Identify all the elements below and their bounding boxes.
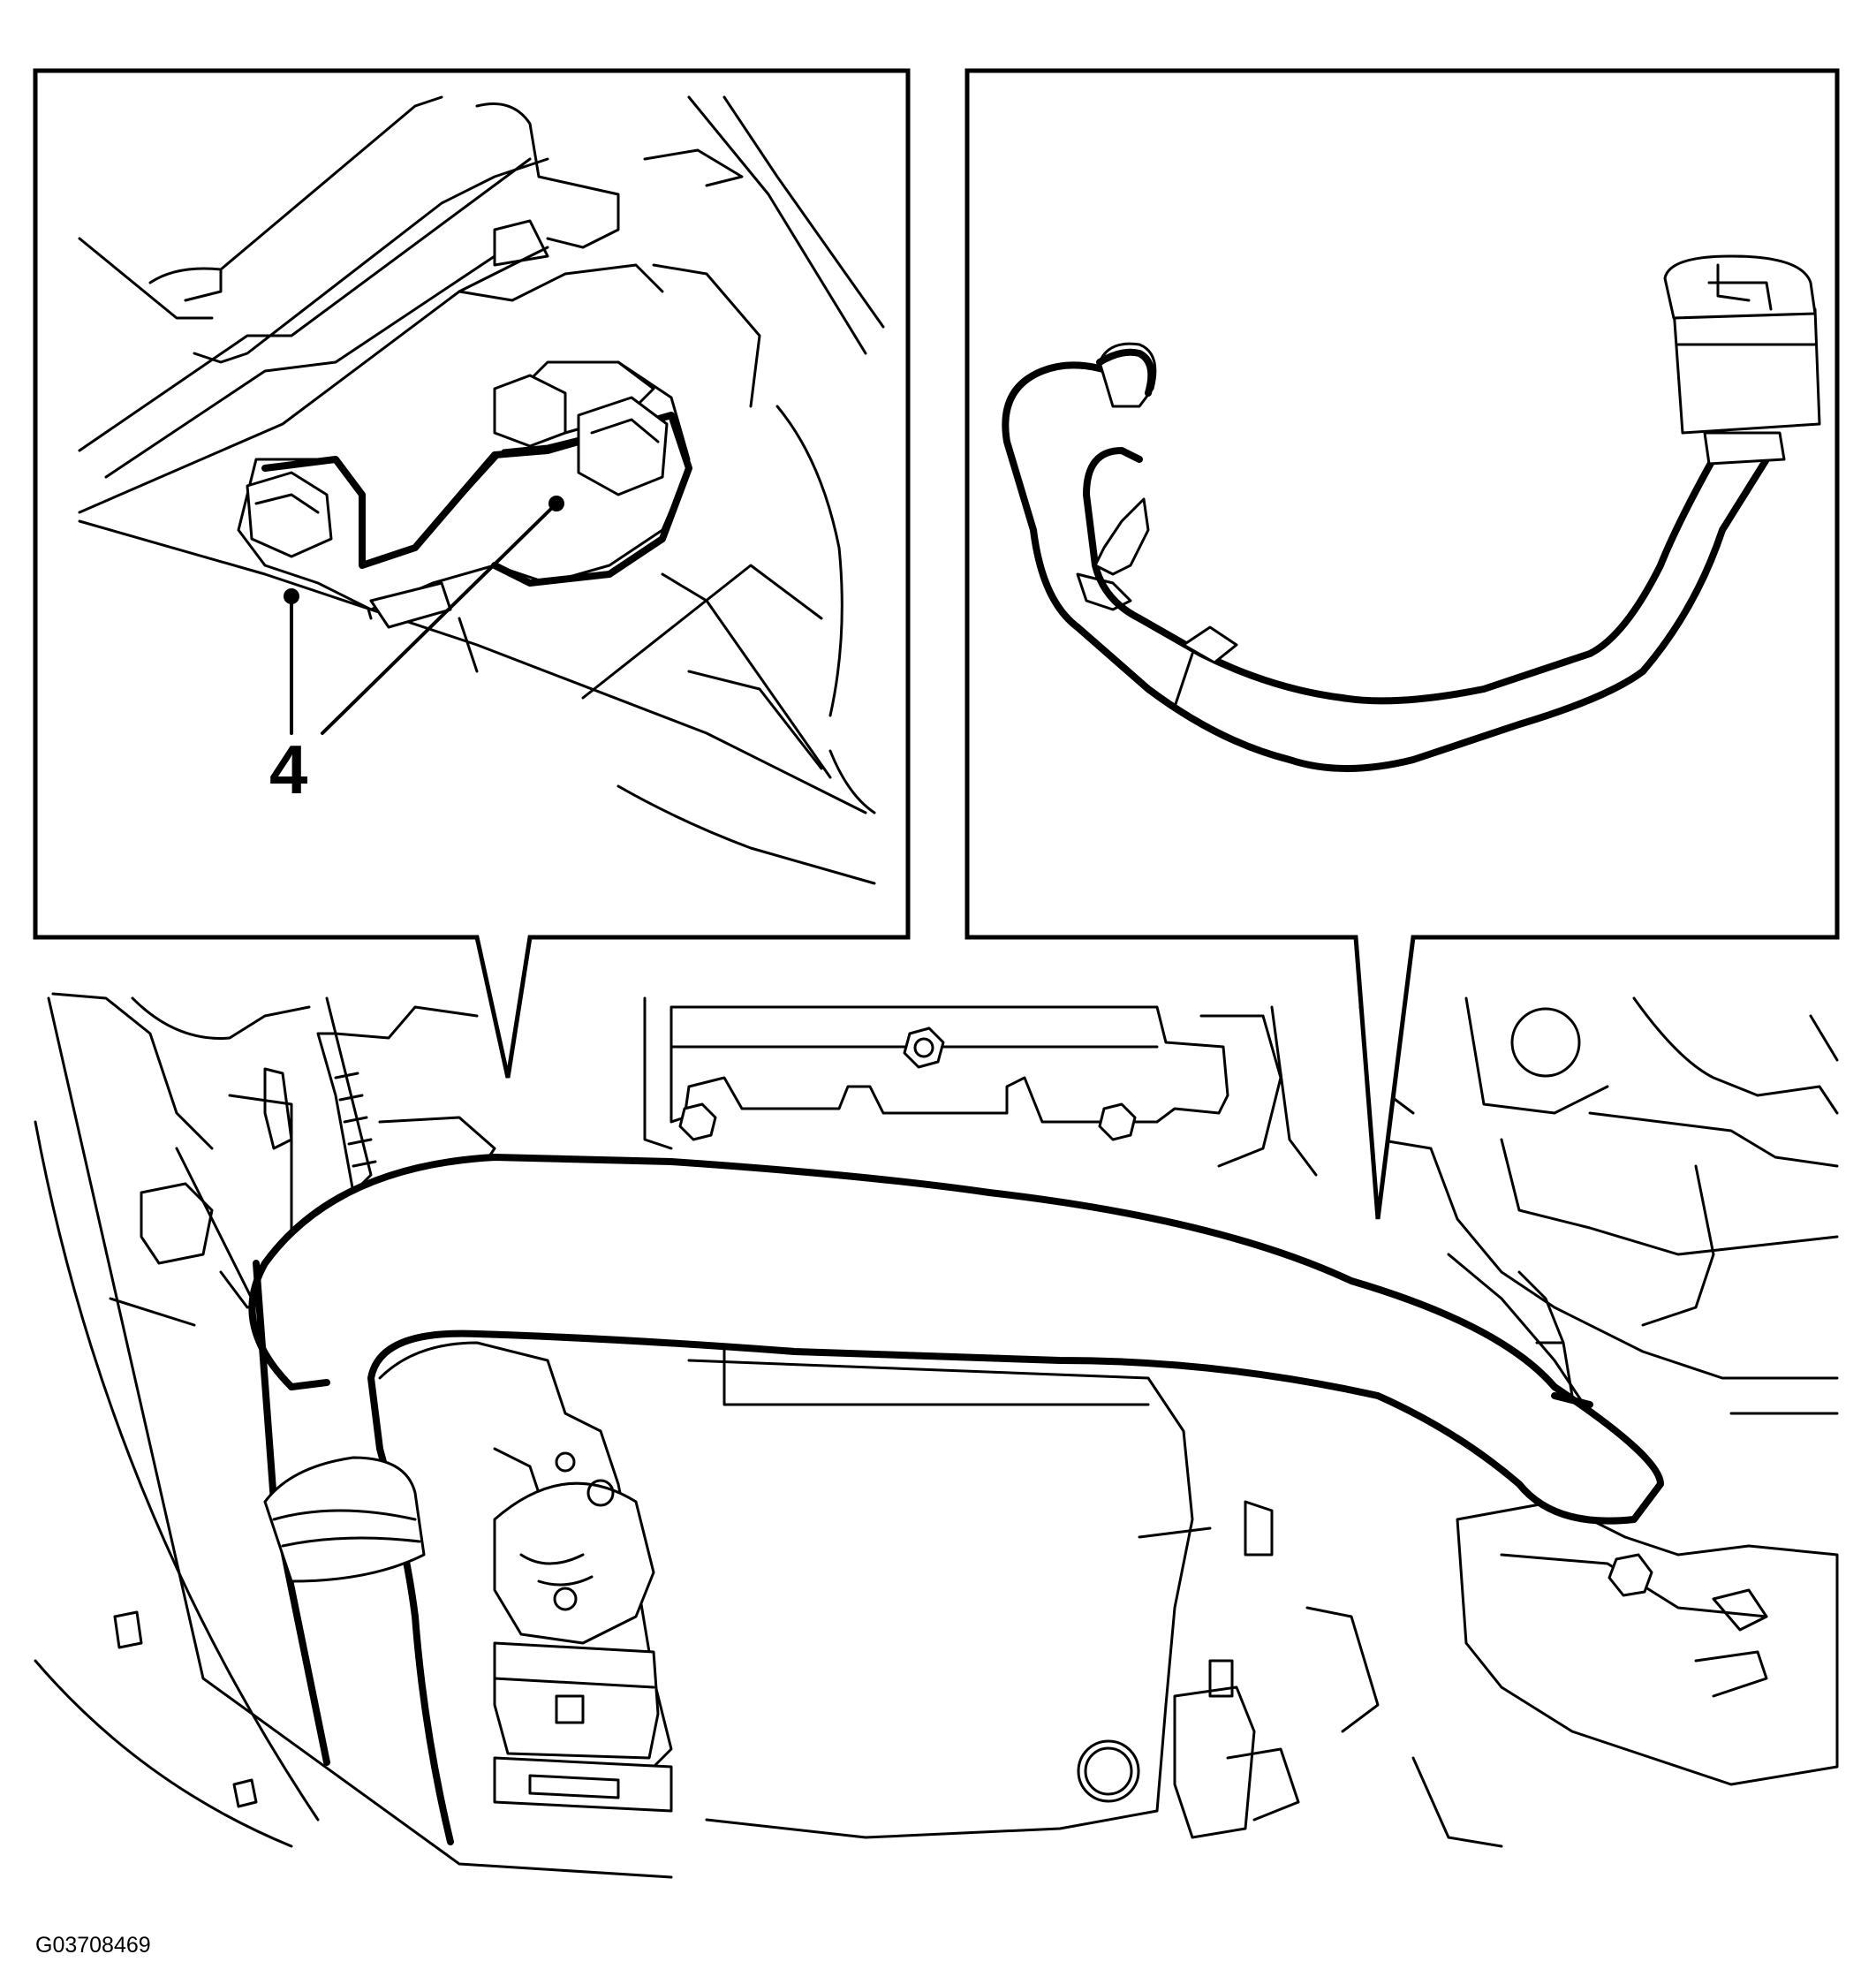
bolt-right-inset xyxy=(577,396,669,496)
inset-left: 4 xyxy=(33,68,911,1079)
bolt-left-inset xyxy=(246,471,333,558)
bolt-center-inset xyxy=(493,374,567,448)
bolt-right xyxy=(1098,1102,1137,1141)
main-view xyxy=(34,992,1839,1879)
inset-right xyxy=(964,68,1840,1220)
bolt-top-center xyxy=(903,1026,945,1069)
coolant-hose-main xyxy=(248,1154,1664,1845)
callout-label-4: 4 xyxy=(269,731,307,808)
figure-id: G03708469 xyxy=(35,1933,151,1958)
bolt-left xyxy=(678,1102,717,1141)
coolant-hose-detail xyxy=(1002,361,1770,772)
